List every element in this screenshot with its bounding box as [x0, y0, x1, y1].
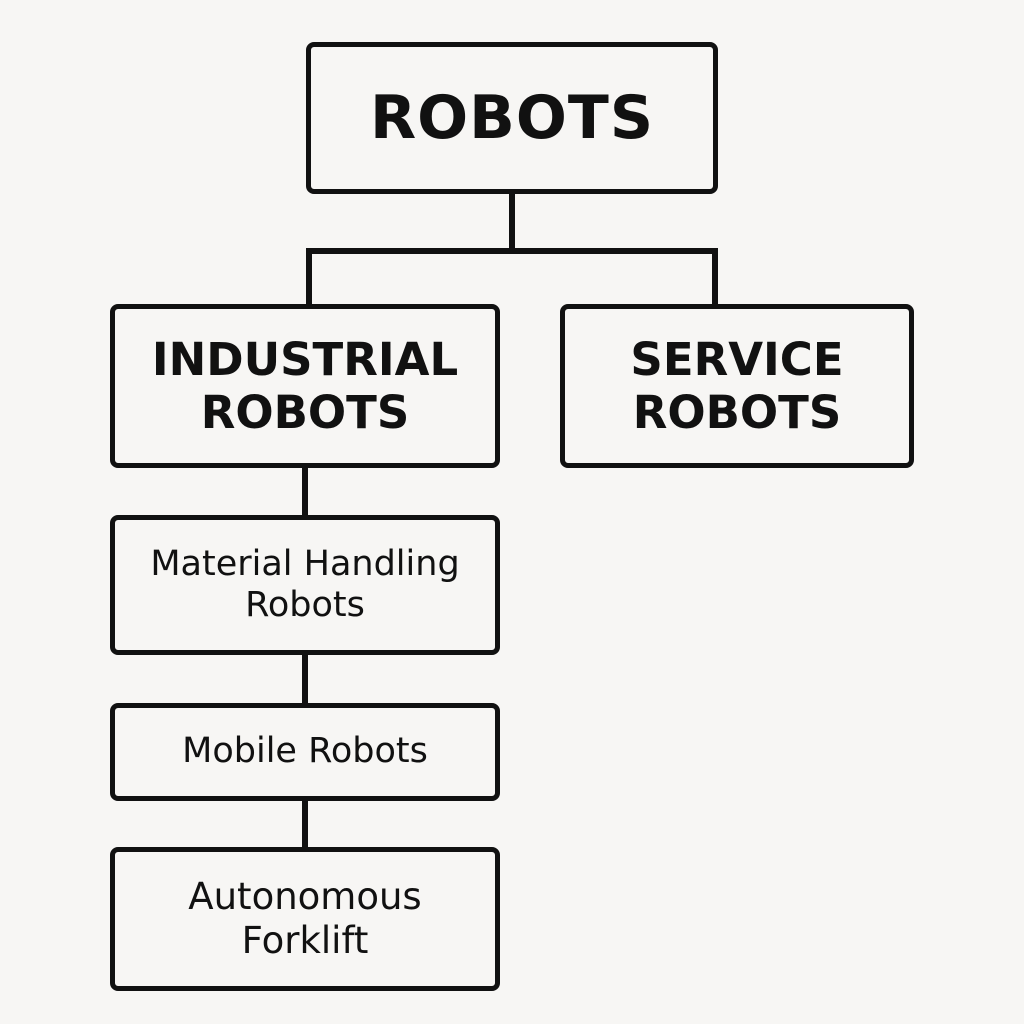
node-mobile-robots-label: Mobile Robots — [182, 731, 428, 772]
node-service-robots: SERVICE ROBOTS — [560, 304, 914, 468]
node-robots: ROBOTS — [306, 42, 718, 194]
connector-mobile-to-forklift — [302, 799, 308, 849]
node-industrial-robots: INDUSTRIAL ROBOTS — [110, 304, 500, 468]
connector-root-to-branch — [509, 192, 515, 254]
connector-material-handling-to-mobile — [302, 653, 308, 705]
node-autonomous-forklift-line1: Autonomous — [188, 875, 422, 919]
node-industrial-robots-line1: INDUSTRIAL — [151, 332, 459, 386]
connector-branch-horizontal — [306, 248, 718, 254]
node-service-robots-line1: SERVICE — [630, 332, 844, 386]
node-material-handling-line2: Robots — [245, 585, 365, 625]
node-autonomous-forklift: Autonomous Forklift — [110, 847, 500, 991]
connector-branch-to-industrial — [306, 248, 312, 306]
node-industrial-robots-line2: ROBOTS — [200, 386, 410, 439]
node-material-handling-line1: Material Handling — [150, 543, 460, 584]
node-mobile-robots: Mobile Robots — [110, 703, 500, 801]
node-material-handling-robots: Material Handling Robots — [110, 515, 500, 655]
node-autonomous-forklift-line2: Forklift — [241, 919, 369, 962]
connector-industrial-to-material-handling — [302, 466, 308, 517]
connector-branch-to-service — [712, 248, 718, 306]
node-robots-label: ROBOTS — [369, 82, 655, 153]
node-service-robots-line2: ROBOTS — [632, 386, 842, 439]
